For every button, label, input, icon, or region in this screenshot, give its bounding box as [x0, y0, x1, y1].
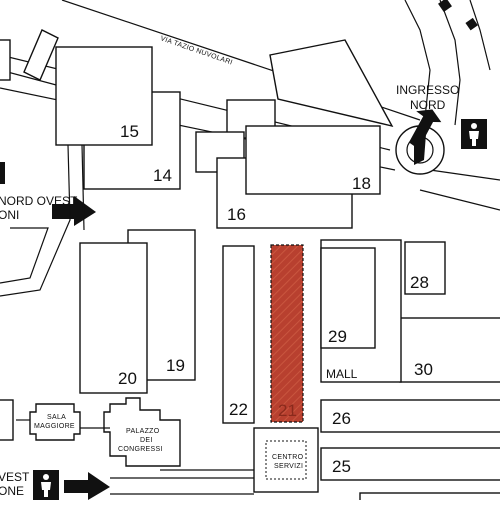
hall-28 [404, 241, 446, 295]
hall-18-number: 18 [352, 174, 371, 193]
palazzo-label-3: CONGRESSI [118, 446, 163, 453]
hall-29 [320, 247, 376, 349]
building-south-partial [359, 492, 500, 505]
north-west-entrance-label-2: ONI [0, 208, 19, 222]
hall-15-number: 15 [120, 122, 139, 141]
hall-21-highlighted[interactable] [270, 244, 304, 423]
road-west-loop [0, 144, 71, 297]
palazzo-dei-congressi [103, 397, 181, 467]
hall-26 [320, 399, 500, 433]
west-entrance-label-2: ONE [0, 484, 24, 498]
north-entrance-arrow-icon [408, 109, 442, 150]
hall-30-number: 30 [414, 360, 433, 379]
hall-25-number: 25 [332, 457, 351, 476]
sala-maggiore [29, 403, 81, 441]
west-entrance-arrow-icon [64, 472, 110, 500]
north-west-entrance-label-1: NORD OVEST [0, 194, 78, 208]
hall-16-number: 16 [227, 205, 246, 224]
sala-maggiore-label-2: MAGGIORE [34, 423, 75, 430]
hall-18 [245, 125, 381, 195]
walkway-south [110, 469, 254, 495]
buildings-north-west-partial [0, 29, 59, 81]
hall-21-number: 21 [278, 401, 297, 420]
north-west-entrance-arrow-icon [52, 196, 96, 226]
hall-26-number: 26 [332, 409, 351, 428]
north-entrance-label-2: NORD [410, 98, 446, 112]
west-entrance-label-1: VEST [0, 470, 30, 484]
pedestrian-icon-west [33, 470, 59, 500]
building-west-edge [0, 399, 14, 441]
hall-29-number: 29 [328, 327, 347, 346]
palazzo-label-2: DEI [140, 437, 153, 444]
hall-19-number: 19 [166, 356, 185, 375]
north-entrance-label-1: INGRESSO [396, 83, 459, 97]
pedestrian-icon [461, 119, 487, 149]
palazzo-label-1: PALAZZO [126, 428, 160, 435]
hall-22 [222, 245, 255, 424]
street-name-label: VIA TAZIO NUVOLARI [159, 35, 233, 66]
hall-14-number: 14 [153, 166, 172, 185]
roundabout [395, 125, 445, 175]
mall-label: MALL [326, 367, 358, 381]
building-north-triangle [269, 39, 394, 128]
hall-22-number: 22 [229, 400, 248, 419]
centro-servizi-label-1: CENTRO [272, 454, 304, 461]
sala-maggiore-label-1: SALA [47, 414, 66, 421]
centro-servizi [253, 427, 319, 493]
hall-15 [55, 46, 153, 146]
hall-20 [79, 242, 148, 394]
hall-25 [320, 447, 500, 481]
hall-20-number: 20 [118, 369, 137, 388]
hall-30 [399, 317, 500, 383]
road-north-east [404, 0, 491, 126]
centro-servizi-label-2: SERVIZI [274, 463, 303, 470]
hall-28-number: 28 [410, 273, 429, 292]
north-west-entrance-marker [0, 162, 5, 184]
